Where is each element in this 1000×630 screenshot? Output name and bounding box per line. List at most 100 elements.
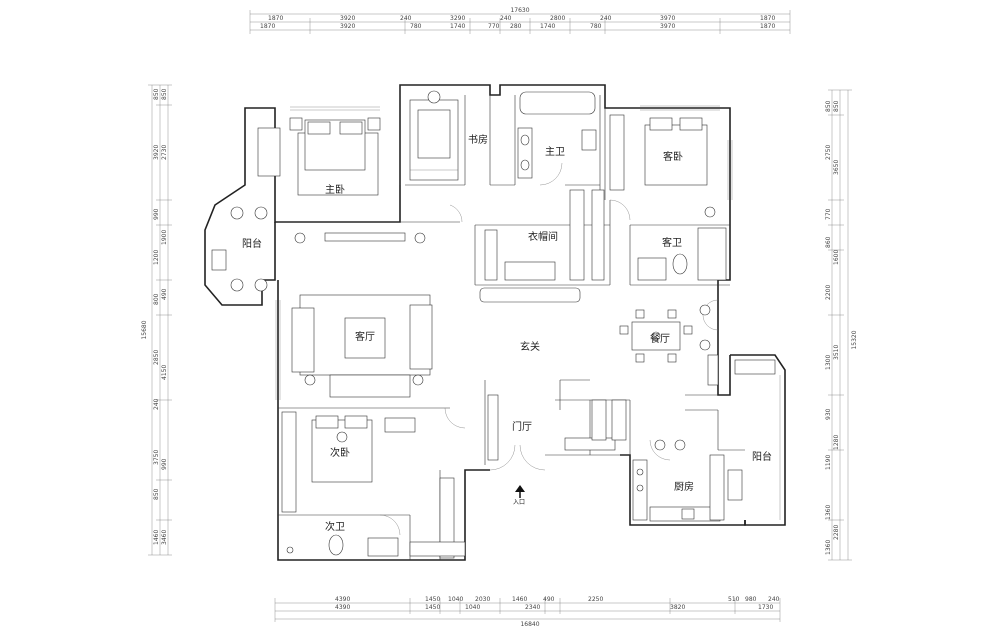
dim-label: 2250 (588, 596, 603, 603)
label-guest-bath: 客卫 (662, 236, 682, 249)
guest-bedroom-furniture (609, 114, 716, 218)
interior-walls (278, 85, 745, 560)
left-balcony-furniture (211, 127, 281, 292)
dining-furniture (619, 304, 719, 386)
left-dim-row2: 850 2730 1900 490 4150 990 3460 (161, 88, 168, 545)
doors (379, 162, 719, 536)
dim-label: 850 (825, 100, 832, 112)
label-entry-hall: 门厅 (512, 420, 532, 433)
dim-label: 4390 (335, 596, 350, 603)
dim-label: 850 (153, 488, 160, 500)
top-dim-row2: 1870 3920 780 1740 770 280 1740 780 3970… (260, 23, 775, 30)
dim-label: 510 (728, 596, 740, 603)
dim-label: 1870 (760, 15, 775, 22)
dim-label: 860 (825, 236, 832, 248)
second-bath-fixtures (286, 534, 399, 557)
dim-label: 980 (745, 596, 757, 603)
dim-label: 780 (590, 23, 602, 30)
label-cloakroom: 衣帽间 (528, 230, 558, 243)
dim-label: 240 (768, 596, 780, 603)
dim-label: 2030 (475, 596, 490, 603)
dim-label: 240 (500, 15, 512, 22)
dim-label: 4390 (335, 604, 350, 611)
entry-furniture (409, 394, 627, 559)
label-balcony-right: 阳台 (752, 450, 772, 463)
dim-label: 800 (153, 293, 160, 305)
dim-label: 850 (833, 100, 840, 112)
label-second-bedroom: 次卧 (330, 446, 350, 459)
dim-label: 3920 (340, 15, 355, 22)
label-foyer: 玄关 (520, 340, 540, 353)
top-dimension-lines (249, 10, 791, 34)
dim-label: 1460 (153, 530, 160, 545)
label-living-room: 客厅 (355, 330, 375, 343)
dim-label: 3290 (450, 15, 465, 22)
dim-label: 1730 (758, 604, 773, 611)
right-balcony-fixtures (727, 359, 781, 520)
left-total-dim: 15680 (141, 320, 148, 339)
dim-label: 780 (410, 23, 422, 30)
dim-label: 2850 (153, 350, 160, 365)
dim-label: 240 (400, 15, 412, 22)
dim-label: 1740 (450, 23, 465, 30)
dim-label: 3920 (340, 23, 355, 30)
dim-label: 1450 (425, 604, 440, 611)
top-total-dim: 17630 (510, 7, 529, 14)
label-study: 书房 (468, 133, 488, 146)
label-entrance: 入口 (513, 499, 525, 506)
dim-label: 1040 (448, 596, 463, 603)
label-dining-room: 餐厅 (650, 332, 670, 345)
dim-label: 3750 (153, 450, 160, 465)
dim-label: 990 (153, 208, 160, 220)
dim-label: 3460 (161, 530, 168, 545)
dim-label: 1870 (260, 23, 275, 30)
kitchen-fixtures (632, 439, 725, 522)
dim-label: 1460 (512, 596, 527, 603)
dim-label: 2730 (161, 145, 168, 160)
dim-label: 930 (825, 408, 832, 420)
right-dimension-lines (828, 89, 852, 561)
dim-label: 3650 (833, 160, 840, 175)
dim-label: 1450 (425, 596, 440, 603)
left-dimension-lines (148, 84, 172, 556)
bottom-total-dim: 16840 (520, 621, 539, 628)
top-dim-row1: 1870 3920 240 3290 240 2800 240 3970 187… (268, 15, 775, 22)
label-guest-bedroom: 客卧 (663, 150, 683, 163)
dim-label: 2200 (825, 285, 832, 300)
dim-label: 1600 (833, 250, 840, 265)
guest-bath-fixtures (637, 227, 727, 281)
entrance-arrow-icon (515, 485, 525, 498)
dim-label: 490 (543, 596, 555, 603)
dim-label: 770 (488, 23, 500, 30)
master-bedroom-furniture (289, 117, 426, 244)
right-total-dim: 15320 (851, 330, 858, 349)
dim-label: 1300 (825, 355, 832, 370)
dim-label: 770 (825, 208, 832, 220)
dim-label: 1740 (540, 23, 555, 30)
dim-label: 3970 (660, 23, 675, 30)
dim-label: 990 (161, 458, 168, 470)
left-dim-row1: 850 3920 990 1200 800 2850 240 3750 850 … (153, 88, 160, 545)
dim-label: 1900 (161, 230, 168, 245)
dim-label: 3920 (153, 145, 160, 160)
second-bedroom-furniture (281, 411, 416, 513)
living-room-furniture (291, 294, 433, 398)
dim-label: 1870 (760, 23, 775, 30)
right-dim-row2: 850 3650 1600 3510 1280 2280 (833, 100, 840, 540)
cloakroom-furniture (479, 189, 605, 303)
dim-label: 2800 (550, 15, 565, 22)
dim-label: 4150 (161, 365, 168, 380)
right-dim-row1: 850 2750 770 860 2200 1300 930 1190 1360… (825, 100, 832, 555)
dim-label: 1040 (465, 604, 480, 611)
bottom-dim-row2: 4390 1450 1040 2340 3820 1730 (335, 604, 773, 611)
master-bath-fixtures (517, 91, 597, 179)
label-second-bath: 次卫 (325, 520, 345, 533)
dim-label: 1280 (833, 435, 840, 450)
label-master-bedroom: 主卧 (325, 183, 345, 196)
dim-label: 850 (161, 88, 168, 100)
dim-label: 1360 (825, 540, 832, 555)
dim-label: 280 (510, 23, 522, 30)
bottom-dim-row1: 4390 1450 1040 2030 1460 490 2250 510 98… (335, 596, 780, 603)
bottom-dimension-lines (274, 598, 781, 622)
